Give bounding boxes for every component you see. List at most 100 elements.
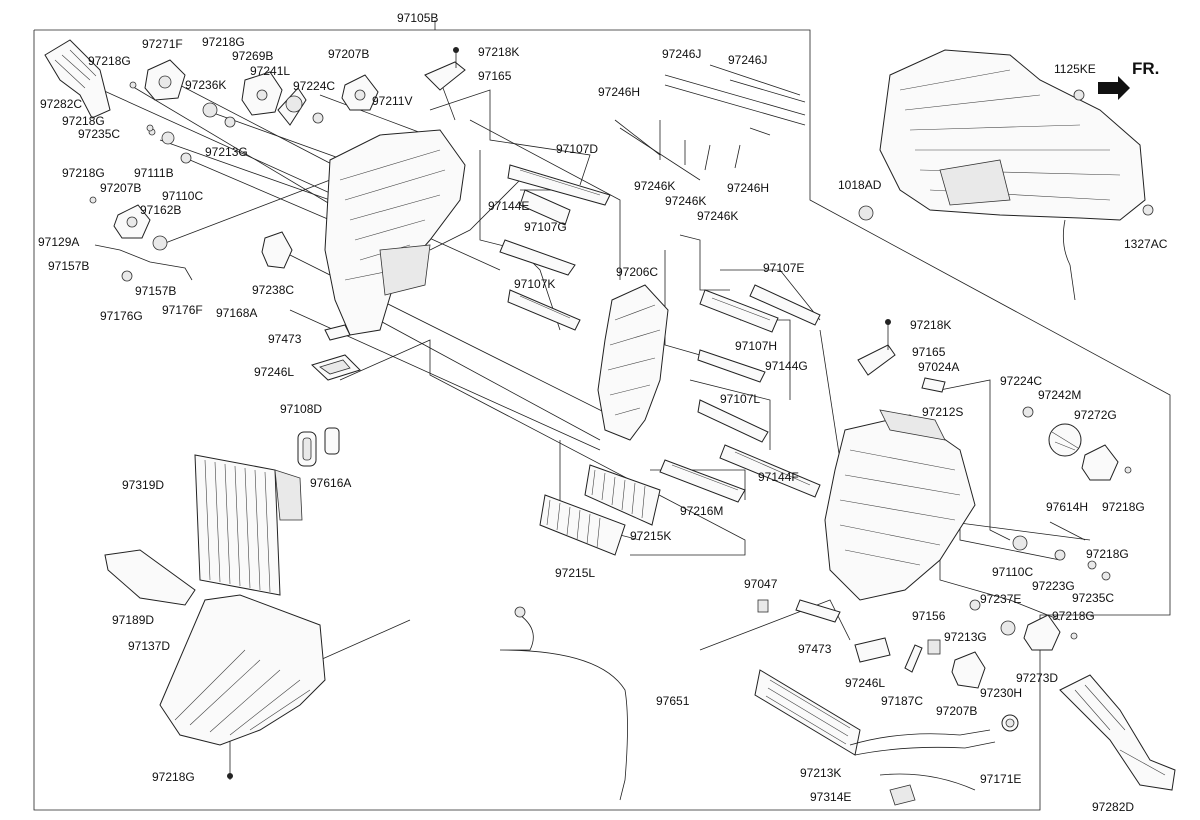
part-label-97218G-b: 97218G	[202, 35, 245, 49]
bracket-97165-top-part	[424, 50, 466, 91]
part-label-97211V: 97211V	[372, 94, 412, 108]
part-label-1125KE: 1125KE	[1054, 62, 1096, 76]
part-label-97246H-a: 97246H	[598, 85, 640, 99]
lever-97242M-part	[1048, 423, 1082, 457]
door-97107L-part	[697, 399, 769, 443]
part-label-97107E: 97107E	[763, 261, 804, 275]
part-label-97616A: 97616A	[310, 476, 351, 490]
part-label-97218K-right: 97218K	[910, 318, 951, 332]
part-label-97165-right: 97165	[912, 345, 946, 359]
part-label-97236K: 97236K	[185, 78, 226, 92]
seal-97144E-part	[499, 239, 576, 276]
plate-97024A-part	[921, 377, 946, 393]
duct-97282D-part	[1059, 674, 1176, 791]
part-label-97212S: 97212S	[922, 405, 963, 419]
part-label-97282C: 97282C	[40, 97, 82, 111]
door-97215K-part	[584, 464, 661, 526]
part-label-97107D: 97107D	[556, 142, 598, 156]
part-label-97223G: 97223G	[1032, 579, 1075, 593]
part-label-97171E: 97171E	[980, 772, 1021, 786]
part-label-97218K-top: 97218K	[478, 45, 519, 59]
part-label-97213K: 97213K	[800, 766, 841, 780]
gasket-97246L-upper-part	[311, 354, 361, 381]
part-label-97189D: 97189D	[112, 613, 154, 627]
actuator-97271F-part	[144, 59, 186, 101]
part-label-97218G-h: 97218G	[1086, 547, 1129, 561]
part-label-97241L: 97241L	[250, 64, 290, 78]
seal-97616A-part	[324, 427, 340, 455]
part-label-97215K: 97215K	[630, 529, 671, 543]
part-label-97165-top: 97165	[478, 69, 512, 83]
part-label-97144E: 97144E	[488, 199, 529, 213]
part-label-97162B: 97162B	[140, 203, 181, 217]
center-housing-97206C-part	[597, 284, 669, 441]
hvac-assembly-overview-part	[858, 49, 1154, 301]
part-label-97108D: 97108D	[280, 402, 322, 416]
clip-97224C-part	[1022, 406, 1034, 418]
part-label-97129A: 97129A	[38, 235, 79, 249]
part-label-97137D: 97137D	[128, 639, 170, 653]
part-label-97213G-a: 97213G	[205, 145, 248, 159]
part-label-97168A: 97168A	[216, 306, 257, 320]
door-97107E-part	[749, 284, 821, 326]
part-label-97110C-a: 97110C	[162, 189, 203, 203]
part-label-97207B-left: 97207B	[100, 181, 141, 195]
part-label-97207B-top: 97207B	[328, 47, 369, 61]
part-label-97246L-upper: 97246L	[254, 365, 294, 379]
part-label-97282D: 97282D	[1092, 800, 1134, 814]
part-label-97230H: 97230H	[980, 686, 1022, 700]
actuator-97207B-bottom-part	[904, 639, 1019, 732]
part-label-97157B-b: 97157B	[135, 284, 176, 298]
part-label-97215L: 97215L	[555, 566, 595, 580]
part-label-97047: 97047	[744, 577, 778, 591]
part-label-97107G: 97107G	[524, 220, 567, 234]
part-label-97246K-a: 97246K	[634, 179, 675, 193]
part-label-97105B: 97105B	[397, 11, 438, 25]
part-label-97144F: 97144F	[758, 470, 799, 484]
part-label-97314E: 97314E	[810, 790, 851, 804]
part-label-97176F: 97176F	[162, 303, 203, 317]
housing-right-97212S-part	[824, 409, 976, 601]
part-label-97107H: 97107H	[735, 339, 777, 353]
actuator-97207B-top-part	[341, 74, 379, 111]
part-label-97473-lower: 97473	[798, 642, 832, 656]
part-label-97246H-b: 97246H	[727, 181, 769, 195]
front-direction-arrow: FR.	[1098, 59, 1159, 100]
part-label-97246L-lower: 97246L	[845, 676, 885, 690]
door-97107H-part	[699, 289, 779, 333]
rod-97129A-part	[94, 244, 193, 282]
actuator-97207B-left-part	[113, 204, 151, 239]
part-label-97218G-d: 97218G	[62, 166, 105, 180]
front-label: FR.	[1132, 59, 1159, 78]
air-filter-strips-part	[614, 64, 806, 181]
part-label-97246J-b: 97246J	[728, 53, 767, 67]
part-label-97272G: 97272G	[1074, 408, 1117, 422]
part-label-97238C: 97238C	[252, 283, 294, 297]
part-label-97207B-bottom: 97207B	[936, 704, 977, 718]
part-label-1327AC: 1327AC	[1124, 237, 1168, 251]
seal-97473-upper-part	[324, 324, 351, 341]
part-label-97614H: 97614H	[1046, 500, 1088, 514]
part-label-97107K: 97107K	[514, 277, 555, 291]
part-label-97224C-right: 97224C	[1000, 374, 1042, 388]
part-label-97473-upper: 97473	[268, 332, 302, 346]
assembly-frame	[33, 20, 1171, 811]
seal-97108D-part	[297, 431, 317, 467]
part-label-97107L: 97107L	[720, 392, 760, 406]
part-label-97235C-b: 97235C	[1072, 591, 1114, 605]
pipes-97171E-part	[849, 729, 996, 806]
lever-97241L-part	[277, 87, 307, 126]
part-label-97246K-b: 97246K	[665, 194, 706, 208]
part-label-97218G-e: 97218G	[152, 770, 195, 784]
part-label-97156: 97156	[912, 609, 946, 623]
part-label-97651: 97651	[656, 694, 690, 708]
part-label-1018AD: 1018AD	[838, 178, 882, 192]
actuator-97269B-part	[241, 71, 283, 116]
lower-case-97137D-part	[159, 594, 326, 746]
heater-core-97319D-part	[194, 454, 303, 596]
door-97216M-part	[659, 459, 746, 503]
door-97107D-part	[507, 164, 611, 206]
part-label-97110C-b: 97110C	[992, 565, 1033, 579]
part-label-97218G-g: 97218G	[1102, 500, 1145, 514]
seal-lower-cluster-part	[757, 599, 891, 663]
